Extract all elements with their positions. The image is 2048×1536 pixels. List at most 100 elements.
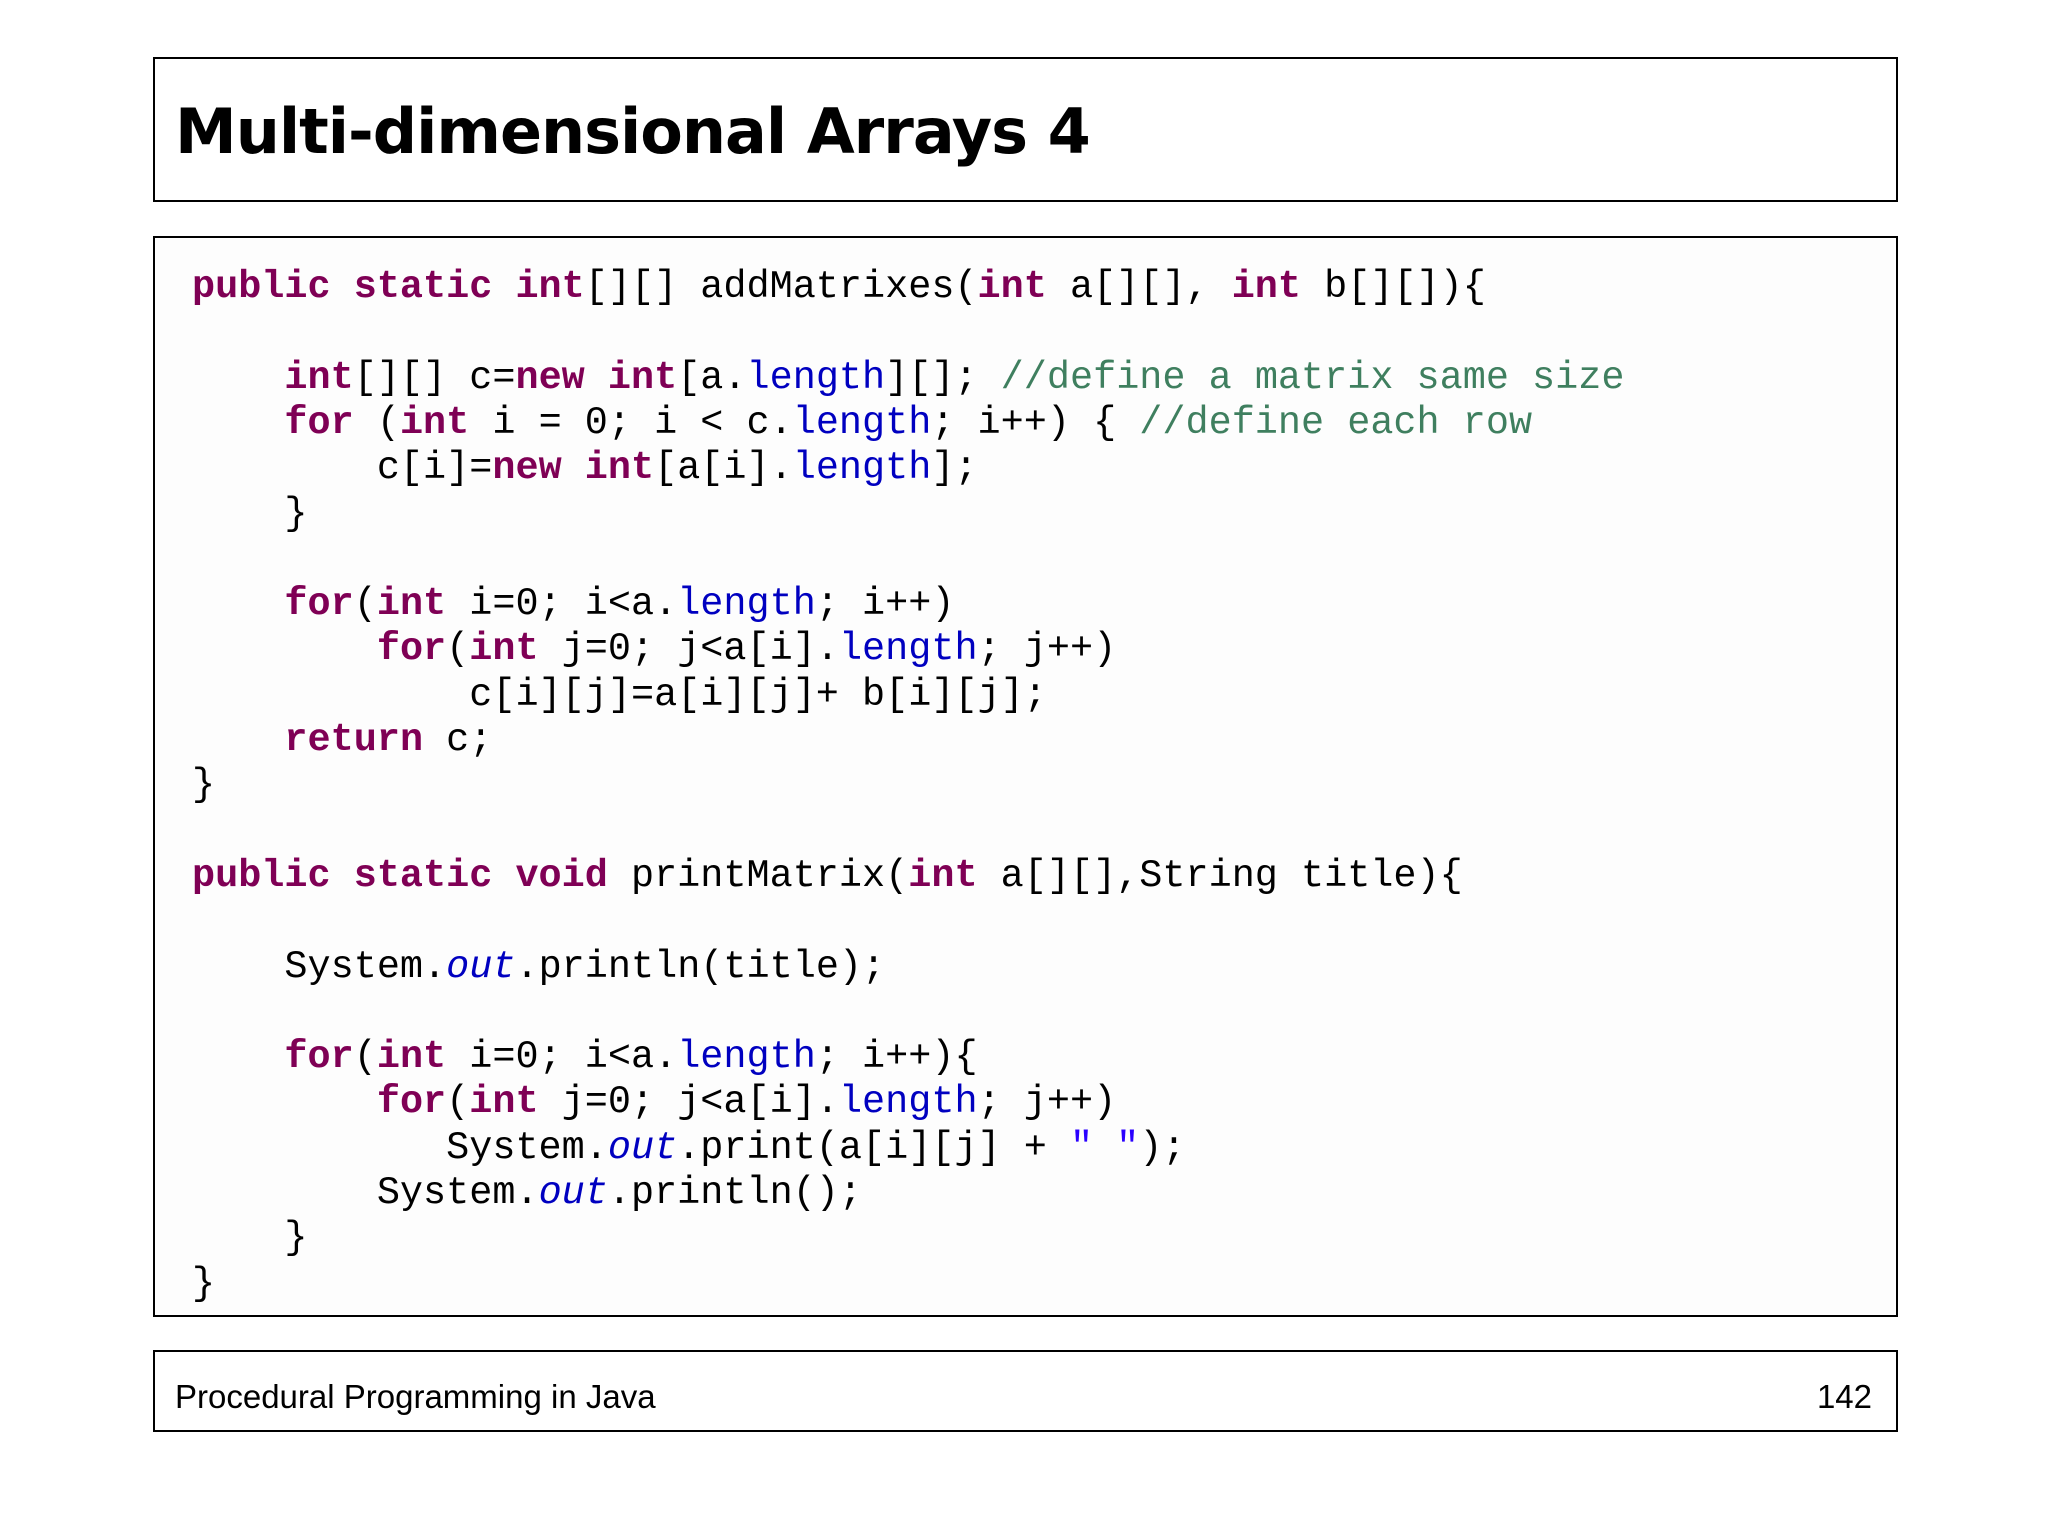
code-token: } xyxy=(192,1261,216,1306)
code-token: length xyxy=(677,582,816,627)
code-line: for (int i = 0; i < c.length; i++) { //d… xyxy=(192,401,1532,445)
code-line: for(int j=0; j<a[i].length; j++) xyxy=(192,627,1116,671)
code-token: System. xyxy=(192,944,447,989)
code-listing: public static int[][] addMatrixes(int a[… xyxy=(156,239,1894,1314)
code-token: int xyxy=(469,627,539,672)
code-token: int xyxy=(376,1035,447,1080)
code-token: ); xyxy=(1139,1125,1186,1170)
code-token: a[][], xyxy=(1046,265,1232,309)
code-token: //define a matrix same size xyxy=(1000,355,1625,400)
code-token: int xyxy=(584,446,655,491)
code-token: j=0; j<a[i]. xyxy=(538,627,839,672)
code-token: //define each row xyxy=(1139,400,1533,445)
code-token: out xyxy=(607,1125,678,1170)
code-token: j=0; j<a[i]. xyxy=(538,1080,839,1125)
code-token: int xyxy=(284,355,354,400)
code-token: public static void xyxy=(192,853,608,898)
code-token xyxy=(562,446,585,490)
code-token: .println(); xyxy=(607,1171,863,1215)
code-token: } xyxy=(192,491,308,536)
code-token: for xyxy=(284,400,354,445)
code-token: ( xyxy=(446,1080,470,1125)
code-line: c[i]=new int[a[i].length]; xyxy=(192,446,978,490)
code-line: int[][] c=new int[a.length][]; //define … xyxy=(192,356,1624,400)
page-number: 142 xyxy=(1816,1378,1872,1415)
code-token: int xyxy=(399,400,470,445)
code-line: System.out.println(title); xyxy=(192,945,885,989)
code-token: return xyxy=(284,718,424,762)
code-token: ( xyxy=(353,400,400,445)
code-token: new xyxy=(492,446,562,491)
code-token xyxy=(192,356,284,400)
code-token: out xyxy=(538,1171,608,1215)
code-token: ( xyxy=(353,582,377,627)
code-token xyxy=(192,627,377,671)
code-token: [][] c= xyxy=(353,355,516,400)
code-token: System. xyxy=(192,1171,539,1215)
code-token: ( xyxy=(353,1035,377,1080)
code-token: length xyxy=(838,627,978,672)
code-line: for(int i=0; i<a.length; i++) xyxy=(192,582,954,626)
code-token: c[i]= xyxy=(192,446,493,491)
code-token: " " xyxy=(1069,1125,1140,1170)
code-token: printMatrix( xyxy=(607,853,909,898)
code-token: out xyxy=(446,944,516,989)
code-token: for xyxy=(376,627,447,672)
code-token: length xyxy=(746,355,886,400)
code-token xyxy=(585,356,608,400)
code-token: ; i++){ xyxy=(815,1035,978,1080)
code-token: i=0; i<a. xyxy=(446,1035,678,1080)
code-token: length xyxy=(838,1080,978,1125)
code-token: .println(title); xyxy=(515,944,886,989)
code-token: for xyxy=(284,1035,354,1080)
slide-footer: Procedural Programming in Java 142 xyxy=(153,1350,1898,1432)
footer-course-title: Procedural Programming in Java xyxy=(175,1378,656,1415)
code-line: for(int i=0; i<a.length; i++){ xyxy=(192,1035,978,1080)
code-token xyxy=(192,401,284,445)
code-token: length xyxy=(677,1035,816,1080)
code-token: ; i++) xyxy=(815,582,955,627)
code-line: } xyxy=(192,763,215,807)
code-token: b[][]){ xyxy=(1301,265,1486,309)
code-token: int xyxy=(977,265,1047,309)
code-line: public static void printMatrix(int a[][]… xyxy=(192,854,1463,898)
code-listing-box: public static int[][] addMatrixes(int a[… xyxy=(153,236,1898,1317)
code-token: ; j++) xyxy=(977,627,1117,672)
code-line: } xyxy=(192,1262,215,1306)
code-token: ( xyxy=(446,627,470,672)
code-token: ][]; xyxy=(885,355,1001,400)
code-line: System.out.print(a[i][j] + " "); xyxy=(192,1126,1185,1170)
code-line: c[i][j]=a[i][j]+ b[i][j]; xyxy=(192,673,1047,717)
code-token: i=0; i<a. xyxy=(446,582,678,627)
code-token: for xyxy=(284,582,354,627)
code-token: [a. xyxy=(677,355,747,400)
code-token: ]; xyxy=(931,446,978,491)
code-line: for(int j=0; j<a[i].length; j++) xyxy=(192,1080,1116,1124)
code-token: a[][],String title){ xyxy=(977,853,1463,898)
code-token xyxy=(192,1035,284,1079)
code-line: System.out.println(); xyxy=(192,1171,862,1215)
code-token xyxy=(192,1080,377,1124)
code-token xyxy=(192,718,284,762)
code-token: ; i++) { xyxy=(931,400,1140,445)
code-token: public static xyxy=(192,265,516,309)
code-token: System. xyxy=(192,1125,608,1170)
code-line: public static int[][] addMatrixes(int a[… xyxy=(192,265,1486,309)
code-token: int xyxy=(1231,265,1301,309)
code-token: int xyxy=(376,582,447,627)
code-token: .print(a[i][j] + xyxy=(677,1125,1070,1170)
code-token: int xyxy=(469,1080,539,1125)
code-token: c; xyxy=(423,718,493,762)
slide-title-box: Multi-dimensional Arrays 4 xyxy=(153,57,1898,202)
code-line: } xyxy=(192,491,308,536)
code-token: } xyxy=(192,1216,308,1261)
code-token: length xyxy=(792,446,932,491)
code-token: new xyxy=(515,355,585,400)
code-token xyxy=(192,582,284,626)
code-token: int xyxy=(515,265,585,309)
code-token: int xyxy=(607,355,678,400)
code-token: [][] addMatrixes( xyxy=(584,265,978,309)
code-token: length xyxy=(792,400,932,445)
code-line: return c; xyxy=(192,718,492,762)
code-token: c[i][j]=a[i][j]+ b[i][j]; xyxy=(192,672,1047,717)
